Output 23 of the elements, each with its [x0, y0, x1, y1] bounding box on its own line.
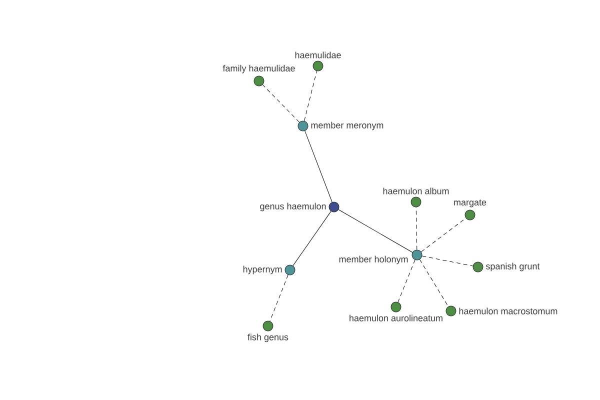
connector: [262, 84, 300, 122]
node-label: spanish grunt: [486, 262, 540, 272]
node-label: family haemulidae: [222, 64, 295, 74]
node-label: member meronym: [311, 122, 384, 130]
node-label: margate: [454, 200, 486, 208]
connector: [416, 207, 418, 250]
connector: [419, 259, 449, 307]
connector: [270, 274, 288, 322]
connector: [398, 260, 416, 302]
connector: [292, 211, 332, 266]
node-label: haemulon album: [383, 188, 449, 194]
node-label: member holonym: [339, 256, 408, 264]
node-label: fish genus: [248, 334, 288, 342]
node-label: hypernym: [243, 266, 282, 274]
connector: [338, 209, 413, 253]
node-label: haemulon aurolineatum: [350, 314, 442, 322]
node-label: haemulon macrostomum: [459, 308, 558, 314]
connector: [304, 70, 317, 122]
connector: [420, 218, 466, 252]
node-label: haemulidae: [295, 52, 341, 58]
node-label: genus haemulon: [260, 202, 326, 212]
connector: [422, 256, 474, 266]
connector: [304, 130, 332, 202]
